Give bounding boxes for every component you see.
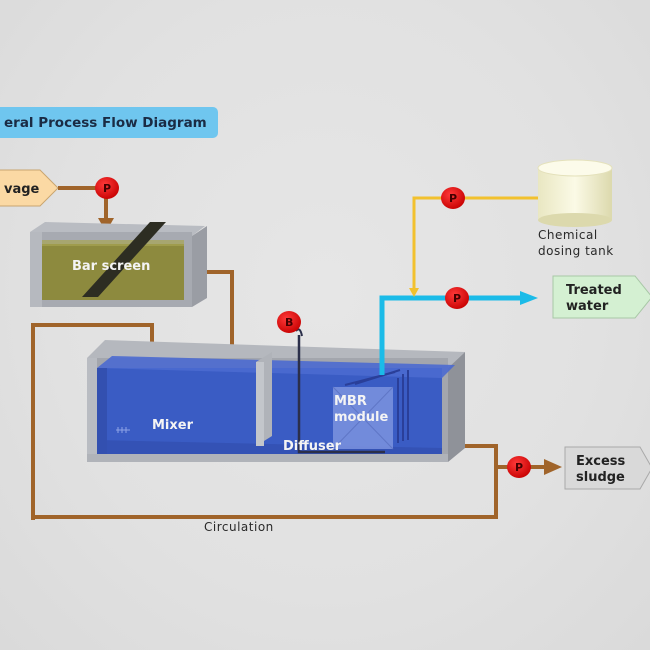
circulation-pipe [33,444,498,519]
sewage-input: vage [0,169,59,207]
arrow-to-treated-water [520,291,538,305]
blower-icon: B [277,311,301,333]
sludge-pump-icon: P [507,456,531,478]
svg-text:P: P [515,461,523,474]
treated-label-line2: water [566,299,609,314]
title-background [0,107,218,138]
chemical-pump-icon: P [441,187,465,209]
bar-screen-grate [82,222,166,297]
sewage-label: vage [4,182,40,197]
sludge-label-line2: sludge [576,470,625,485]
circulation-label: Circulation [204,520,274,534]
effluent-pipe [379,295,522,375]
effluent-pump-icon: P [445,287,469,309]
mbr-label-line2: module [334,410,388,425]
diffuser-label: Diffuser [283,439,342,454]
chemical-label-line1: Chemical [538,228,598,242]
screen-to-mixer-pipe [195,270,234,355]
svg-text:P: P [453,292,461,305]
treated-water-output: Treated water [552,275,650,319]
chemical-dosing-tank: Chemical dosing tank [537,159,614,258]
arrow-chemical-injection [409,288,419,297]
sewage-pump-icon: P [95,177,119,199]
mixer-label: Mixer [152,418,194,433]
mixer-icon [116,427,130,433]
bar-screen-label: Bar screen [72,259,150,274]
title-banner: eral Process Flow Diagram [0,107,218,138]
treated-label-line1: Treated [566,283,622,298]
excess-sludge-output: Excess sludge [564,446,650,490]
svg-text:P: P [103,182,111,195]
arrow-to-sludge [544,459,562,475]
chemical-label-line2: dosing tank [538,244,614,258]
svg-text:B: B [285,316,293,329]
chemical-pipe [412,196,540,292]
bar-screen-tank: Bar screen [30,222,207,307]
mbr-label-line1: MBR [334,394,367,409]
svg-text:P: P [449,192,457,205]
sludge-label-line1: Excess [576,454,626,469]
title-text: eral Process Flow Diagram [4,115,207,131]
mbr-module: MBR module [332,369,409,450]
